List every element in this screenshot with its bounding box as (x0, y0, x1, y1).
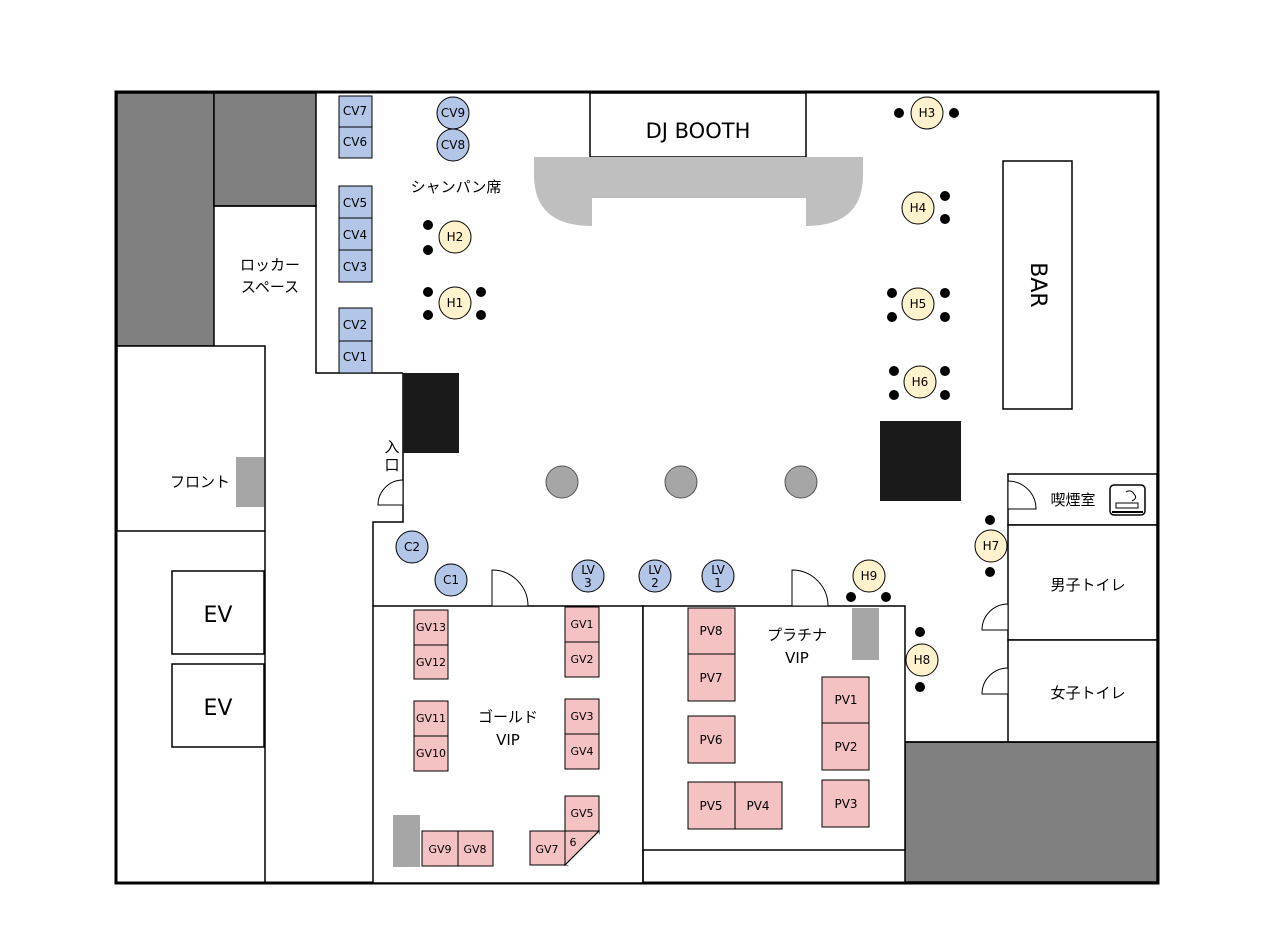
platinum-vip-label-1: プラチナ (767, 626, 827, 644)
seat-pv2[interactable]: PV2 (834, 740, 857, 754)
gold-vip-label-2: VIP (496, 731, 520, 749)
cv-seats (338, 95, 373, 374)
seat-pv8[interactable]: PV8 (699, 624, 722, 638)
seat-gv4[interactable]: GV4 (570, 745, 593, 758)
gv6-diagonal (564, 830, 600, 866)
table-h9[interactable]: H9 (861, 569, 878, 583)
front-label: フロント (170, 473, 230, 491)
seat-lv2-a[interactable]: LV (648, 563, 662, 577)
gold-door-icon (491, 569, 529, 607)
seat-gv6[interactable]: 6 (570, 836, 577, 849)
stools (423, 108, 995, 692)
seat-gv5[interactable]: GV5 (570, 807, 593, 820)
seat-gv13[interactable]: GV13 (416, 621, 446, 634)
table-h7[interactable]: H7 (983, 539, 1000, 553)
black-column-left (403, 373, 459, 453)
smoking-label: 喫煙室 (1050, 491, 1095, 509)
dj-booth-label: DJ BOOTH (646, 119, 751, 143)
seat-cv5[interactable]: CV5 (343, 196, 367, 210)
womens-room (1007, 639, 1158, 743)
platinum-vip-label-2: VIP (785, 649, 809, 667)
bar-label: BAR (1025, 262, 1050, 307)
seat-c2[interactable]: C2 (404, 540, 420, 554)
dark-block-bottom-right (904, 741, 1158, 883)
seat-lv3-b[interactable]: 3 (584, 576, 592, 590)
platinum-seat-boxes (687, 607, 870, 830)
womens-label: 女子トイレ (1050, 684, 1125, 702)
ev-label-1: EV (204, 603, 233, 628)
pillars (545, 465, 818, 499)
platinum-counter (852, 608, 879, 660)
table-h4[interactable]: H4 (910, 201, 927, 215)
round-blue-seats (395, 96, 470, 597)
seat-gv3[interactable]: GV3 (570, 710, 593, 723)
seat-pv4[interactable]: PV4 (746, 799, 769, 813)
table-h2[interactable]: H2 (447, 230, 464, 244)
lv-seats (571, 559, 735, 593)
seat-gv2[interactable]: GV2 (570, 653, 593, 666)
seat-gv12[interactable]: GV12 (416, 656, 446, 669)
gold-seat-boxes (413, 606, 601, 867)
dark-block-top-left-1 (116, 92, 215, 347)
seat-cv4[interactable]: CV4 (343, 228, 367, 242)
table-h5[interactable]: H5 (910, 297, 927, 311)
seat-cv8[interactable]: CV8 (441, 138, 465, 152)
mens-door-icon (981, 603, 1009, 631)
black-column-right (880, 421, 961, 501)
seat-pv6[interactable]: PV6 (699, 733, 722, 747)
dj-stage (534, 157, 863, 226)
dj-booth (589, 92, 807, 158)
womens-door-icon (981, 667, 1009, 695)
seat-pv1[interactable]: PV1 (834, 693, 857, 707)
front-counter (236, 457, 264, 507)
seat-cv7[interactable]: CV7 (343, 104, 367, 118)
elevator-1 (171, 570, 265, 655)
seat-pv7[interactable]: PV7 (699, 671, 722, 685)
ev-label-2: EV (204, 696, 233, 721)
table-h8[interactable]: H8 (914, 653, 931, 667)
seat-gv10[interactable]: GV10 (416, 747, 446, 760)
entrance-label-2: 口 (384, 456, 399, 474)
seat-gv7[interactable]: GV7 (535, 843, 558, 856)
seat-gv1[interactable]: GV1 (570, 618, 593, 631)
seat-cv9[interactable]: CV9 (441, 106, 465, 120)
high-tables (438, 96, 1008, 677)
locker-label-1: ロッカー (240, 256, 300, 274)
seat-cv6[interactable]: CV6 (343, 135, 367, 149)
entrance-door-icon (377, 479, 404, 506)
entrance-label-1: 入 (384, 438, 399, 456)
bar-counter (1002, 160, 1073, 410)
dark-block-top-left-2 (213, 92, 317, 207)
seat-gv11[interactable]: GV11 (416, 712, 446, 725)
platinum-door-icon (791, 569, 829, 607)
seat-pv3[interactable]: PV3 (834, 797, 857, 811)
seat-gv9[interactable]: GV9 (428, 843, 451, 856)
table-h3[interactable]: H3 (919, 106, 936, 120)
mens-label: 男子トイレ (1050, 576, 1125, 594)
champagne-label: シャンパン席 (411, 178, 502, 196)
locker-label-2: スペース (241, 278, 299, 296)
table-h6[interactable]: H6 (912, 375, 929, 389)
gold-counter (393, 815, 420, 867)
seat-cv1[interactable]: CV1 (343, 350, 367, 364)
seat-lv2-b[interactable]: 2 (651, 576, 659, 590)
mens-room (1007, 524, 1158, 641)
smoking-icon (1109, 484, 1146, 516)
seat-pv5[interactable]: PV5 (699, 799, 722, 813)
smoking-door-icon (1007, 480, 1037, 510)
elevator-2 (171, 663, 265, 748)
seat-gv8[interactable]: GV8 (463, 843, 486, 856)
seat-cv2[interactable]: CV2 (343, 318, 367, 332)
gold-vip-label-1: ゴールド (478, 708, 538, 726)
seat-c1[interactable]: C1 (443, 573, 459, 587)
seat-lv1-a[interactable]: LV (711, 563, 725, 577)
seat-lv3-a[interactable]: LV (581, 563, 595, 577)
seat-cv3[interactable]: CV3 (343, 260, 367, 274)
table-h1[interactable]: H1 (447, 296, 464, 310)
seat-lv1-b[interactable]: 1 (714, 576, 722, 590)
